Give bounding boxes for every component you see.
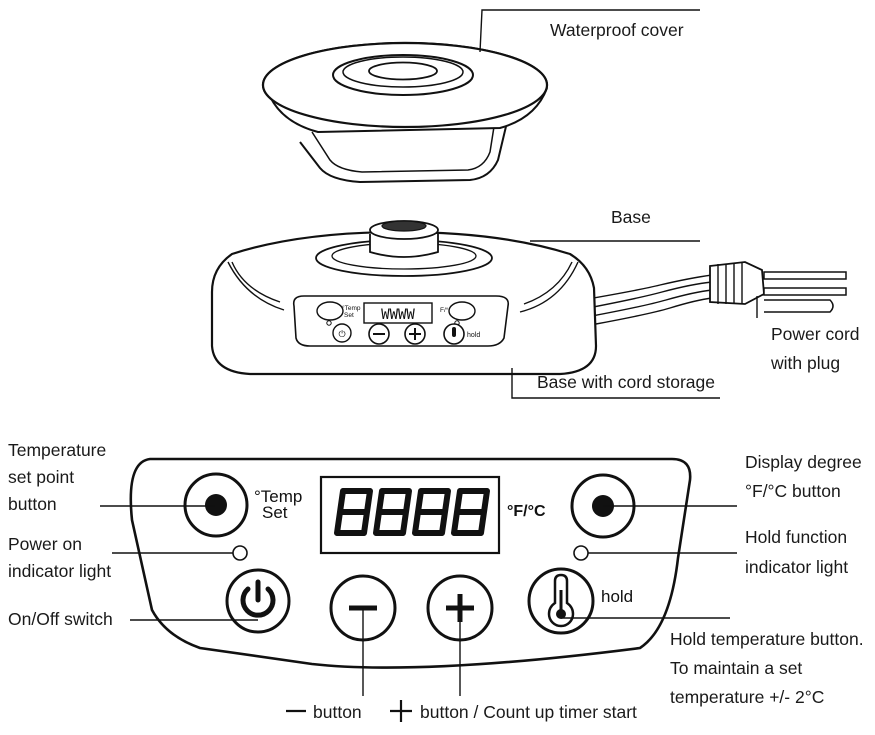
hold-button-label-3: temperature +/- 2°C [670, 687, 824, 707]
hold-button-label-2: To maintain a set [670, 658, 802, 678]
panel-temp-label-2: Set [262, 503, 288, 522]
onoff-switch-label: On/Off switch [8, 609, 113, 629]
thermometer-icon [547, 573, 575, 628]
temp-set-button[interactable] [183, 472, 249, 538]
power-cord-label-1: Power cord [771, 324, 860, 344]
hold-button[interactable] [527, 567, 595, 635]
power-button[interactable] [225, 568, 291, 634]
hold-light-label-1: Hold function [745, 527, 847, 547]
small-temp-label-2: Set [344, 312, 354, 319]
power-light-label-2: indicator light [8, 561, 111, 581]
display-degree-label-2: °F/°C button [745, 481, 841, 501]
hold-light-label-2: indicator light [745, 557, 848, 577]
small-display-text: WWWW [381, 307, 415, 323]
power-cord-label-2: with plug [770, 353, 840, 373]
hold-indicator-light [573, 545, 589, 561]
waterproof-cover-label: Waterproof cover [550, 20, 684, 40]
power-indicator-light [232, 545, 248, 561]
plus-symbol [390, 700, 412, 722]
power-light-label-1: Power on [8, 534, 82, 554]
small-temp-label-1: °Temp [342, 304, 361, 312]
display-degree-label-1: Display degree [745, 452, 862, 472]
display-digits [334, 488, 490, 536]
panel-temp-label-1: °Temp [254, 487, 302, 506]
panel-hold-label: hold [601, 587, 633, 606]
base-illustration: °Temp Set WWWW F/°C ⏻ hold [210, 220, 847, 376]
small-hold-label: hold [467, 332, 480, 339]
cover-leader-line [479, 9, 700, 53]
base-label: Base [611, 207, 651, 227]
temp-set-label-3: button [8, 494, 57, 514]
temp-set-label-1: Temperature [8, 440, 106, 460]
waterproof-cover-illustration [261, 41, 549, 184]
panel-fc-label: °F/°C [507, 503, 546, 520]
hold-button-label-1: Hold temperature button. [670, 629, 864, 649]
temp-set-label-2: set point [8, 467, 74, 487]
storage-leader-line [511, 368, 720, 399]
plus-button-label: button / Count up timer start [420, 702, 637, 722]
minus-button-label: button [313, 702, 362, 722]
base-cord-storage-label: Base with cord storage [537, 372, 715, 392]
small-fc-label: F/°C [440, 306, 453, 314]
svg-text:⏻: ⏻ [338, 329, 345, 339]
power-icon [240, 579, 276, 618]
